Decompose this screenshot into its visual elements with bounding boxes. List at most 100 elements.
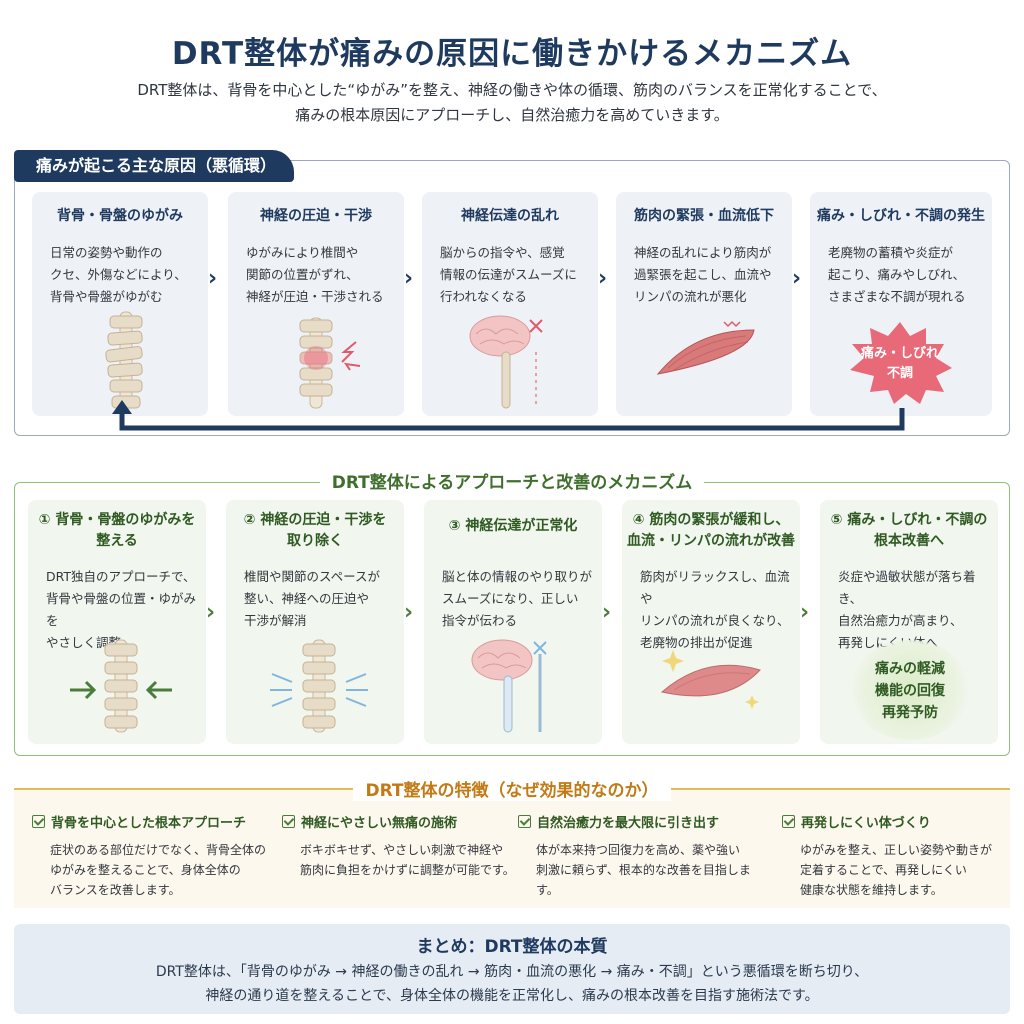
cause-card-body: 神経の乱れにより筋肉が 過緊張を起こし、血流や リンパの流れが悪化 bbox=[634, 242, 782, 308]
text-line: 脳と体の情報のやり取りが bbox=[442, 569, 593, 584]
muscle-icon bbox=[656, 320, 755, 375]
check-box-icon bbox=[32, 815, 45, 828]
text-line: 症状のある部位だけでなく、背骨全体の bbox=[50, 843, 267, 857]
approach-card-3: ③ 神経伝達が正常化 脳と体の情報のやり取りが スムーズになり、正しい 指令が伝… bbox=[424, 500, 602, 744]
text-line: 痛み・しびれ bbox=[860, 346, 939, 361]
intro-line-2: 痛みの根本原因にアプローチし、自然治癒力を高めていきます。 bbox=[295, 106, 729, 124]
text-line: 不調 bbox=[886, 366, 913, 381]
text-line: 健康な状態を維持します。 bbox=[800, 883, 943, 897]
approach-card-2: ② 神経の圧迫・干渉を 取り除く 椎間や関節のスペースが 整い、神経への圧迫や … bbox=[226, 500, 404, 744]
chevron-right-icon: › bbox=[792, 266, 802, 291]
text-line: ③ 神経伝達が正常化 bbox=[448, 518, 578, 534]
text-line: 血流・リンパの流れが改善 bbox=[627, 533, 795, 549]
text-line: クセ、外傷などにより、 bbox=[50, 267, 187, 282]
feature-title: 自然治癒力を最大限に引き出す bbox=[518, 814, 768, 834]
text-line: さまざまな不調が現れる bbox=[828, 289, 966, 304]
text-line: 指令が伝わる bbox=[442, 613, 518, 628]
text-line: DRT整体は、「背骨のゆがみ → 神経の働きの乱れ → 筋肉・血流の悪化 → 痛… bbox=[155, 964, 869, 980]
text-line: 機能の回復 bbox=[875, 683, 945, 699]
brain-nerve-icon bbox=[471, 639, 547, 733]
feature-body: 症状のある部位だけでなく、背骨全体の ゆがみを整えることで、身体全体の バランス… bbox=[32, 840, 282, 900]
approach-card-title: ④ 筋肉の緊張が緩和し、 血流・リンパの流れが改善 bbox=[622, 510, 800, 552]
cause-card-3: 神経伝達の乱れ 脳からの指令や、感覚 情報の伝達がスムーズに 行われなくなる bbox=[422, 192, 598, 416]
brain-icon bbox=[469, 315, 543, 409]
chevron-right-icon: › bbox=[404, 266, 414, 291]
summary-box: まとめ：DRT整体の本質 DRT整体は、「背骨のゆがみ → 神経の働きの乱れ →… bbox=[14, 924, 1010, 1014]
text-line: ゆがみを整えることで、身体全体の bbox=[50, 863, 241, 877]
improvement-badge: 痛みの軽減 機能の回復 再発予防 bbox=[840, 658, 980, 724]
text-line: 老廃物の排出が促進 bbox=[640, 635, 753, 650]
cause-card-body: 老廃物の蓄積や炎症が 起こり、痛みやしびれ、 さまざまな不調が現れる bbox=[828, 242, 982, 308]
text-line: 起こり、痛みやしびれ、 bbox=[828, 267, 966, 282]
feature-title: 背骨を中心とした根本アプローチ bbox=[32, 814, 282, 834]
text-line: 整える bbox=[96, 533, 138, 549]
chevron-right-icon: › bbox=[800, 600, 810, 625]
cause-card-body: 日常の姿勢や動作の クセ、外傷などにより、 背骨や骨盤がゆがむ bbox=[50, 242, 198, 308]
text-line: 定着することで、再発しにくい bbox=[800, 863, 967, 877]
pain-burst-icon bbox=[850, 322, 952, 404]
approach-card-title: ② 神経の圧迫・干渉を 取り除く bbox=[226, 510, 404, 552]
text-line: 神経の乱れにより筋肉が bbox=[634, 245, 772, 260]
cause-card-1: 背骨・骨盤のゆがみ 日常の姿勢や動作の クセ、外傷などにより、 背骨や骨盤がゆが… bbox=[32, 192, 208, 416]
page-title: DRT整体が痛みの原因に働きかけるメカニズム bbox=[171, 36, 853, 72]
approach-card-title: ⑤ 痛み・しびれ・不調の 根本改善へ bbox=[820, 510, 998, 552]
feature-item-4: 再発しにくい体づくり ゆがみを整え、正しい姿勢や動きが 定着することで、再発しに… bbox=[782, 814, 1002, 900]
cycle-return-arrow bbox=[112, 400, 905, 431]
check-box-icon bbox=[782, 815, 795, 828]
approach-card-5: ⑤ 痛み・しびれ・不調の 根本改善へ 炎症や過敏状態が落ち着き、 自然治癒力が高… bbox=[820, 500, 998, 744]
feature-item-3: 自然治癒力を最大限に引き出す 体が本来持つ回復力を高め、薬や強い 刺激に頼らず、… bbox=[518, 814, 768, 900]
chevron-right-icon: › bbox=[404, 600, 414, 625]
intro-text: DRT整体は、背骨を中心とした“ゆがみ”を整え、神経の働きや体の循環、筋肉のバラ… bbox=[0, 78, 1024, 128]
text-line: 取り除く bbox=[287, 533, 343, 549]
approach-card-body: 筋肉がリラックスし、血流や リンパの流れが良くなり、 老廃物の排出が促進 bbox=[640, 566, 790, 654]
text-line: バランスを改善します。 bbox=[50, 883, 181, 897]
cause-card-title: 神経の圧迫・干渉 bbox=[260, 208, 372, 224]
text-line: リンパの流れが悪化 bbox=[634, 289, 747, 304]
improvement-glow bbox=[850, 640, 970, 740]
summary-text: DRT整体は、「背骨のゆがみ → 神経の働きの乱れ → 筋肉・血流の悪化 → 痛… bbox=[14, 960, 1010, 1008]
text-line: 情報の伝達がスムーズに bbox=[440, 267, 577, 282]
spine-release-icon bbox=[270, 639, 368, 733]
feature-title: 神経にやさしい無痛の施術 bbox=[282, 814, 532, 834]
relaxed-muscle-icon bbox=[660, 650, 761, 709]
text-line: 体が本来持つ回復力を高め、薬や強い bbox=[536, 843, 741, 857]
text-line: 神経が圧迫・干渉される bbox=[246, 289, 384, 304]
cause-card-5: 痛み・しびれ・不調の発生 老廃物の蓄積や炎症が 起こり、痛みやしびれ、 さまざま… bbox=[810, 192, 992, 416]
text-line: 行われなくなる bbox=[440, 289, 527, 304]
text-line: 関節の位置がずれ、 bbox=[246, 267, 359, 282]
chevron-right-icon: › bbox=[598, 266, 608, 291]
text-line: 再発予防 bbox=[882, 705, 938, 721]
cause-card-2: 神経の圧迫・干渉 ゆがみにより椎間や 関節の位置がずれ、 神経が圧迫・干渉される bbox=[228, 192, 404, 416]
text-line: 痛みの軽減 bbox=[875, 661, 945, 677]
spine-icon bbox=[105, 311, 143, 409]
cause-card-title: 痛み・しびれ・不調の発生 bbox=[817, 208, 985, 224]
feature-item-2: 神経にやさしい無痛の施術 ボキボキせず、やさしい刺激で神経や 筋肉に負担をかけず… bbox=[282, 814, 532, 880]
text-line: スムーズになり、正しい bbox=[442, 591, 579, 606]
text-line: ゆがみにより椎間や bbox=[246, 245, 359, 260]
text-line: ゆがみを整え、正しい姿勢や動きが bbox=[800, 843, 993, 857]
cause-section bbox=[14, 160, 1010, 436]
check-box-icon bbox=[282, 815, 295, 828]
text-line: 根本改善へ bbox=[874, 533, 944, 549]
text-line: 日常の姿勢や動作の bbox=[50, 245, 163, 260]
cause-card-body: 脳からの指令や、感覚 情報の伝達がスムーズに 行われなくなる bbox=[440, 242, 588, 308]
text-line: 炎症や過敏状態が落ち着き、 bbox=[838, 569, 976, 606]
text-line: ② 神経の圧迫・干渉を bbox=[243, 512, 387, 528]
text-line: 椎間や関節のスペースが bbox=[244, 569, 381, 584]
spine-compression-icon bbox=[299, 317, 361, 409]
text-line: 過緊張を起こし、血流や bbox=[634, 267, 772, 282]
features-section-label: DRT整体の特徴（なぜ効果的なのか） bbox=[0, 776, 1024, 801]
text-line: 背骨や骨盤がゆがむ bbox=[50, 289, 163, 304]
text-line: 自然治癒力が高まり、 bbox=[838, 613, 963, 628]
approach-card-title: ① 背骨・骨盤のゆがみを 整える bbox=[28, 510, 206, 552]
approach-card-body: DRT独自のアプローチで、 背骨や骨盤の位置・ゆがみを やさしく調整 bbox=[46, 566, 196, 654]
text-line: 神経の通り道を整えることで、身体全体の機能を正常化し、痛みの根本改善を目指す施術… bbox=[205, 988, 819, 1004]
text-line: ④ 筋肉の緊張が緩和し、 bbox=[632, 512, 790, 528]
intro-line-1: DRT整体は、背骨を中心とした“ゆがみ”を整え、神経の働きや体の循環、筋肉のバラ… bbox=[137, 81, 887, 99]
chevron-right-icon: › bbox=[602, 600, 612, 625]
check-box-icon bbox=[518, 815, 531, 828]
feature-body: ボキボキせず、やさしい刺激で神経や 筋肉に負担をかけずに調整が可能です。 bbox=[282, 840, 532, 880]
feature-title: 再発しにくい体づくり bbox=[782, 814, 1002, 834]
text-line: ① 背骨・骨盤のゆがみを bbox=[38, 512, 196, 528]
feature-body: ゆがみを整え、正しい姿勢や動きが 定着することで、再発しにくい 健康な状態を維持… bbox=[782, 840, 1002, 900]
